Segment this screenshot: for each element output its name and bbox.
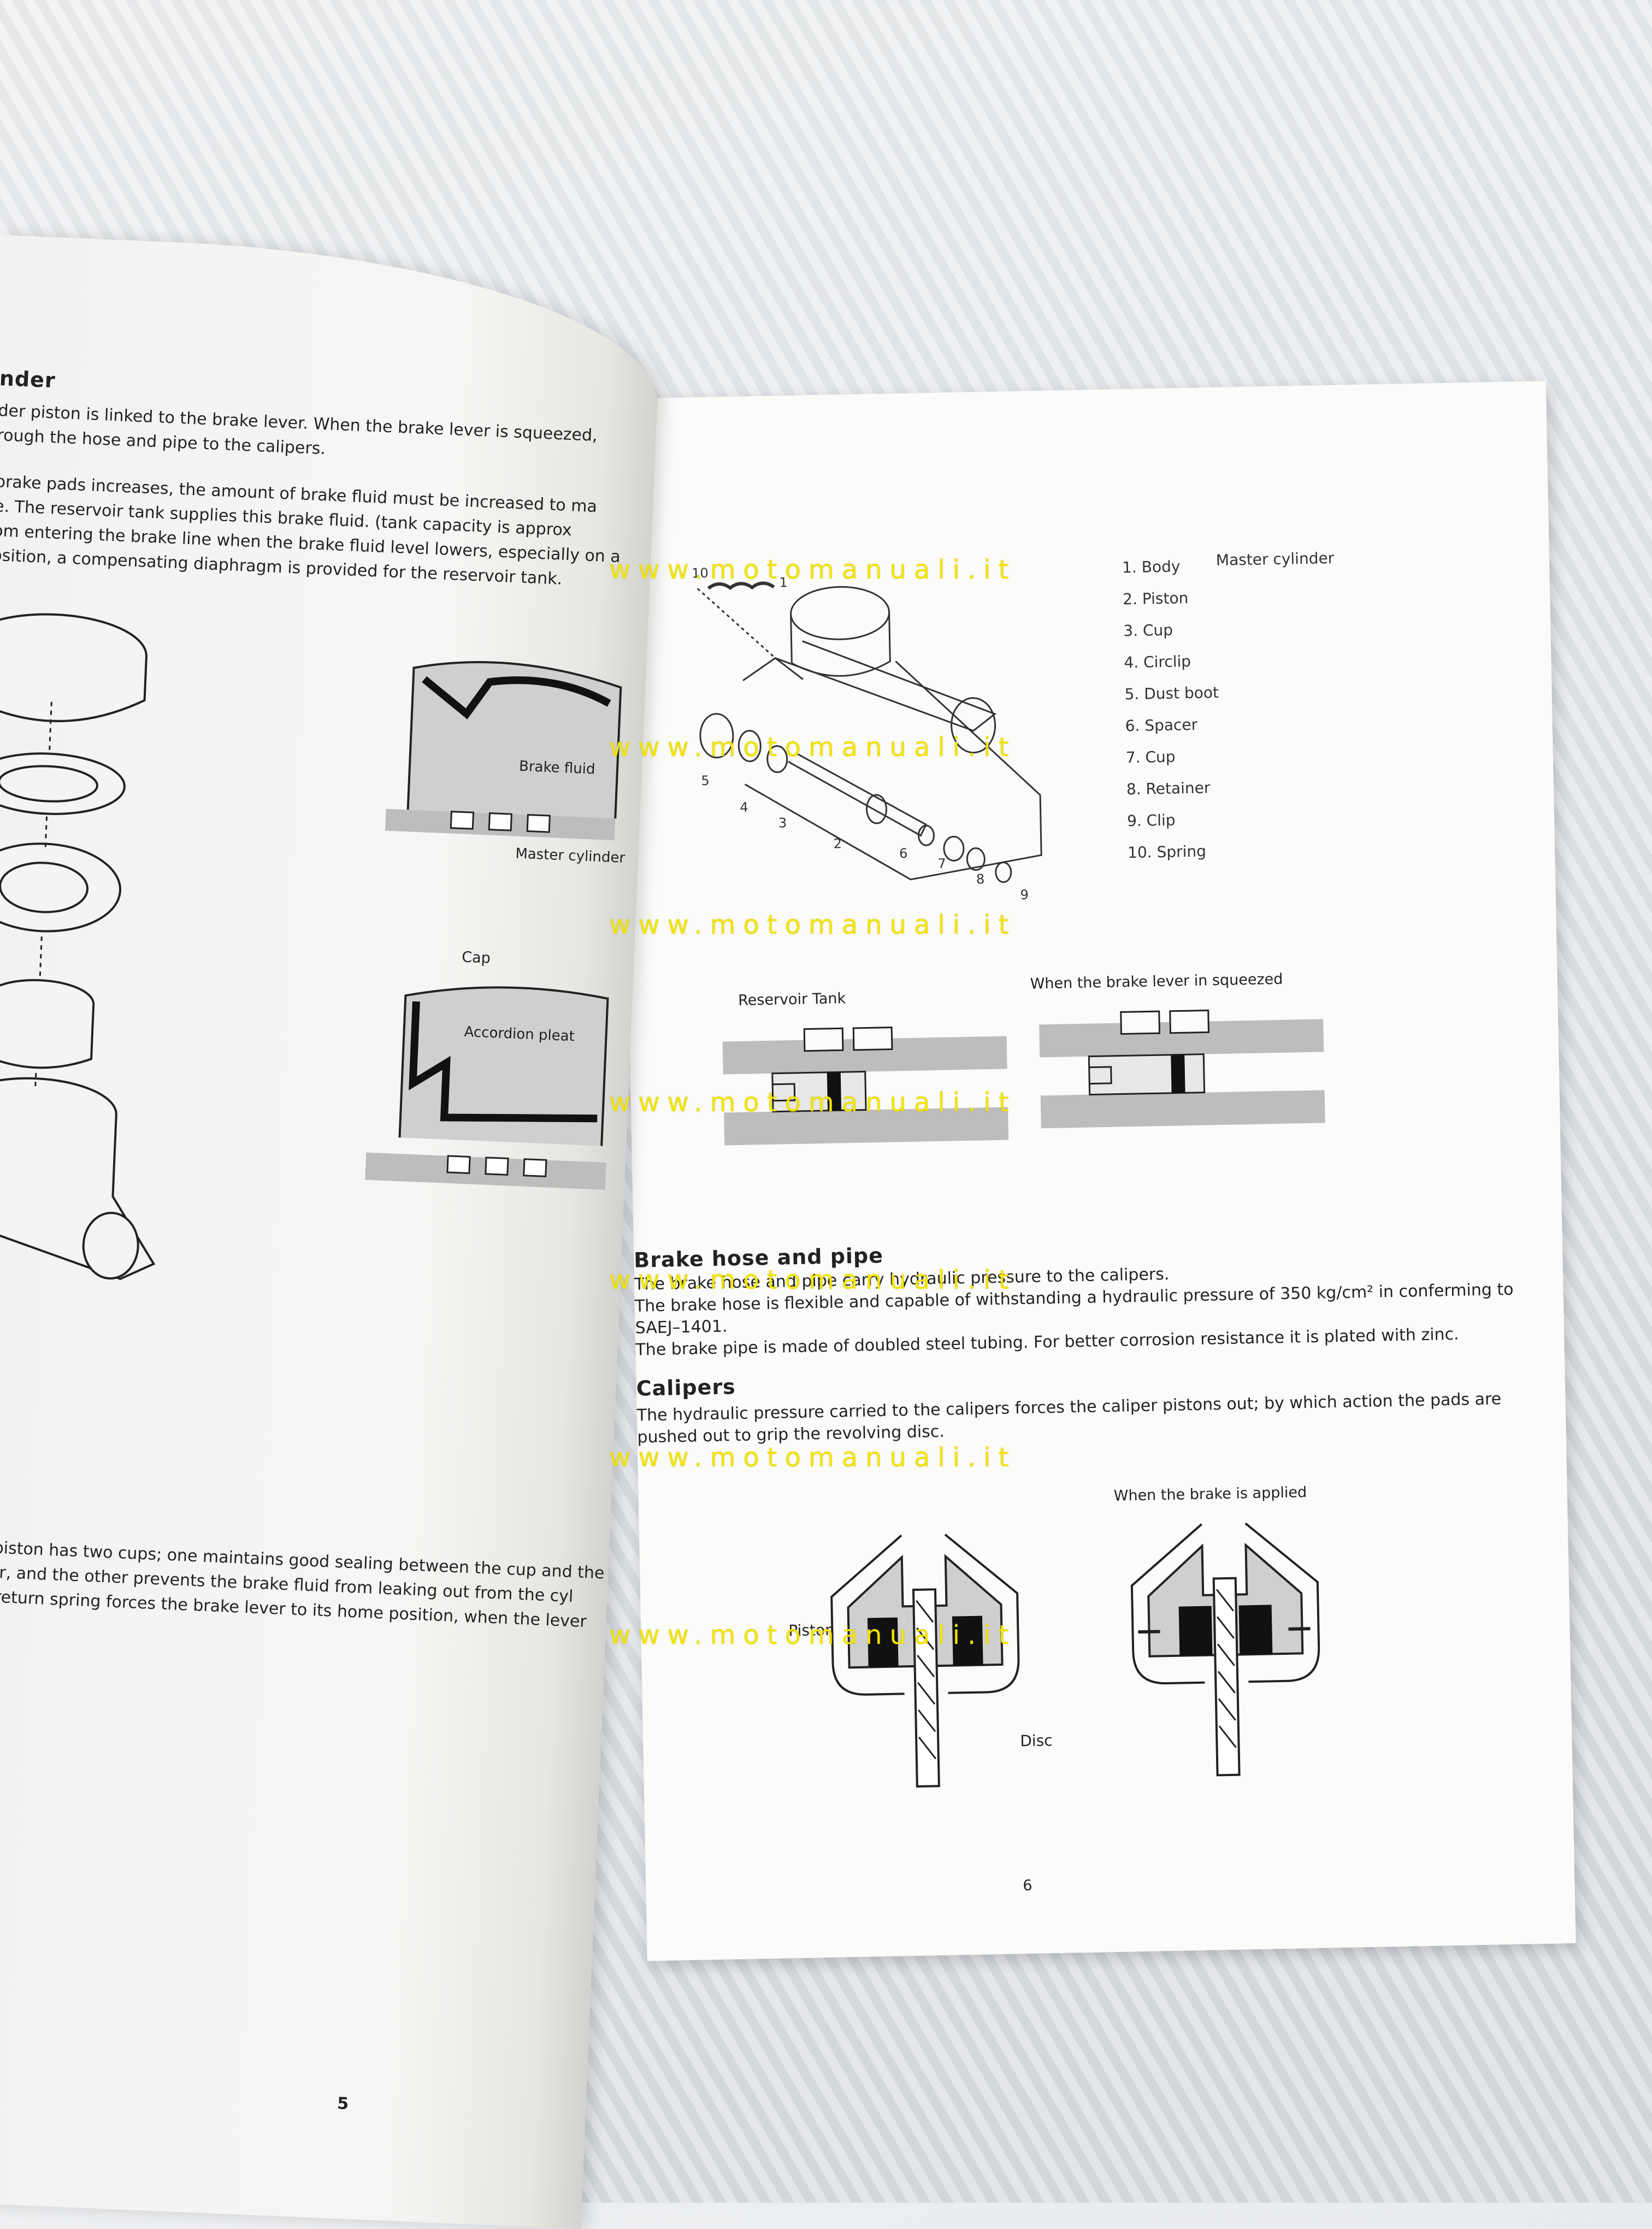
legend-item-6: 6. Spacer [1125, 715, 1198, 735]
caliper-applied-diagram [1130, 1522, 1320, 1777]
brake-applied-label: When the brake is applied [1113, 1484, 1307, 1505]
callout-1: 1 [779, 575, 788, 590]
right-page-number: 6 [1023, 1877, 1032, 1895]
watermark-2: www.motomanuali.it [609, 732, 1017, 763]
caliper-released-diagram: Piston Disc [788, 1534, 1053, 1788]
calipers-line-1: The hydraulic pressure carried to the ca… [636, 1389, 1502, 1425]
callout-10: 10 [692, 565, 709, 581]
legend-item-9: 9. Clip [1126, 811, 1176, 830]
legend-item-1: 1. Body [1122, 557, 1181, 577]
callout-9: 9 [1020, 887, 1029, 903]
watermark-5: www.motomanuali.it [609, 1265, 1017, 1295]
watermark-7: www.motomanuali.it [609, 1620, 1017, 1650]
left-page-number: 5 [337, 2094, 349, 2114]
right-page: 10 1 5 4 3 2 6 7 8 9 Master cylinder 1. … [617, 381, 1576, 1961]
reservoir-tank-label: Reservoir Tank [738, 990, 846, 1009]
callout-2: 2 [833, 836, 842, 851]
callout-5: 5 [701, 773, 710, 788]
legend-item-2: 2. Piston [1122, 589, 1189, 609]
callout-7: 7 [937, 856, 946, 871]
callout-8: 8 [976, 871, 985, 887]
cap-label: Cap [461, 948, 491, 967]
watermark-6: www.motomanuali.it [609, 1442, 1017, 1473]
reservoir-cross-section [722, 1027, 1009, 1146]
legend-title: Master cylinder [1216, 549, 1335, 570]
legend-item-4: 4. Circlip [1124, 652, 1191, 672]
calipers-heading: Calipers [636, 1375, 736, 1401]
legend-item-10: 10. Spring [1127, 842, 1207, 862]
left-page: nder der piston is linked to the brake l… [0, 235, 663, 2229]
reservoir-exploded-diagram [0, 613, 156, 1281]
accordion-pleat-section-diagram: Accordion pleat [365, 986, 609, 1190]
legend-item-8: 8. Retainer [1126, 779, 1211, 799]
legend-item-3: 3. Cup [1123, 621, 1173, 640]
hose-line-4: The brake pipe is made of doubled steel … [635, 1324, 1459, 1360]
squeezed-cross-section [1039, 1009, 1325, 1129]
brake-fluid-section-diagram: Brake fluid Master cylinder [385, 661, 626, 866]
callout-4: 4 [740, 800, 748, 815]
legend-item-5: 5. Dust boot [1124, 683, 1219, 704]
master-cylinder-label: Master cylinder [515, 846, 626, 866]
watermark-1: www.motomanuali.it [609, 555, 1017, 585]
master-cylinder-exploded-diagram: 10 1 5 4 3 2 6 7 8 9 [692, 565, 1042, 903]
piston-label: Piston [788, 1621, 835, 1640]
watermark-3: www.motomanuali.it [609, 910, 1017, 940]
callout-3: 3 [778, 815, 787, 830]
legend-item-7: 7. Cup [1125, 747, 1176, 767]
callout-6: 6 [899, 846, 908, 861]
disc-label: Disc [1020, 1731, 1053, 1750]
brake-fluid-label: Brake fluid [518, 758, 595, 778]
watermark-4: www.motomanuali.it [609, 1087, 1017, 1118]
squeezed-label: When the brake lever in squeezed [1030, 970, 1283, 993]
left-heading: nder [0, 366, 56, 393]
